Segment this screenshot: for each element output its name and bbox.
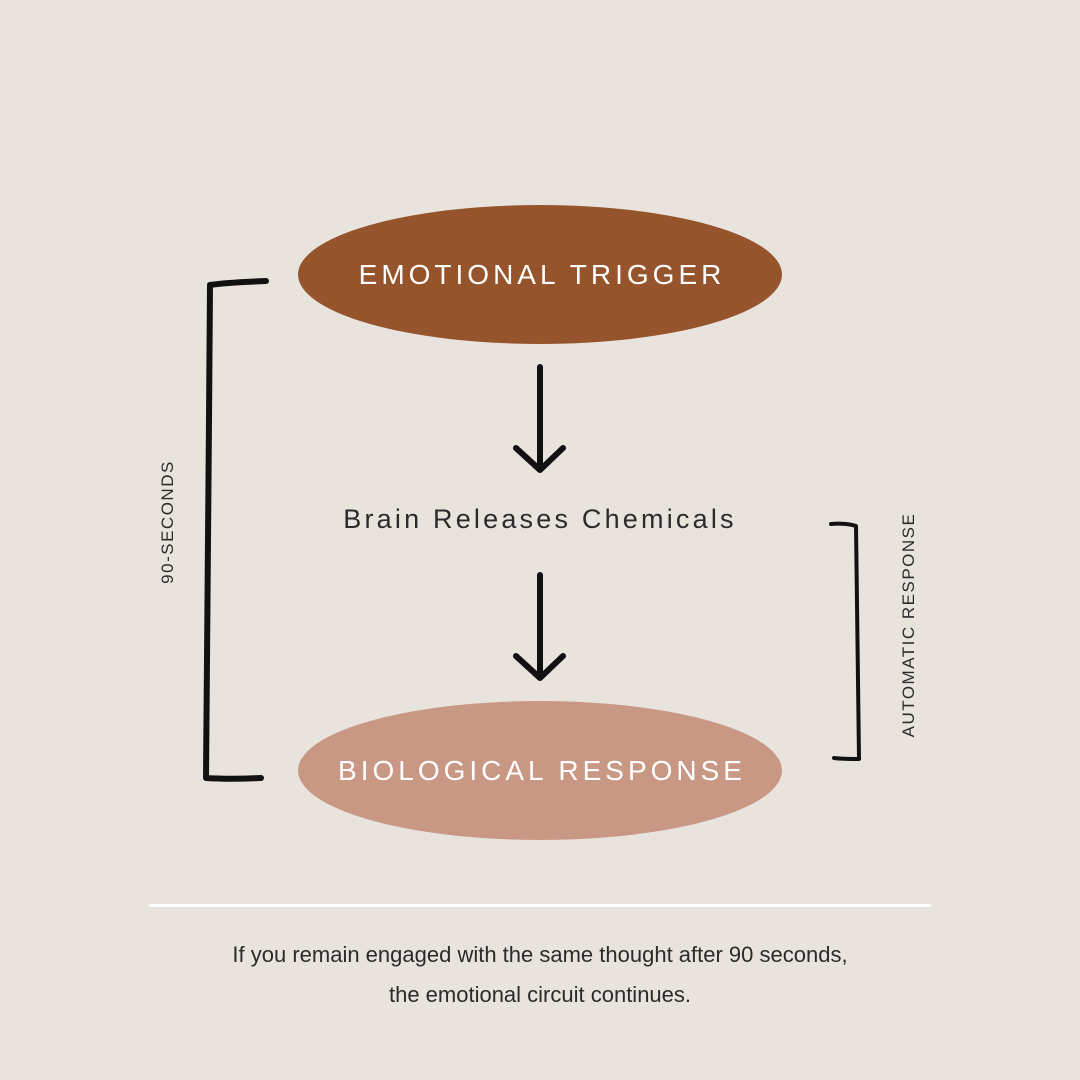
caption-line-2: the emotional circuit continues. xyxy=(388,982,692,1007)
arrow-chemicals-to-response xyxy=(513,572,566,681)
brain-releases-chemicals-label: Brain Releases Chemicals xyxy=(343,504,737,534)
emotional-trigger-label: EMOTIONAL TRIGGER xyxy=(358,258,726,290)
ninety-seconds-label: 90-SECONDS xyxy=(158,460,177,584)
arrow-head xyxy=(513,445,566,473)
caption: If you remain engaged with the same thou… xyxy=(90,935,990,1015)
arrow-head xyxy=(513,653,566,681)
biological-response-label: BIOLOGICAL RESPONSE xyxy=(338,754,746,786)
emotional-trigger-node: EMOTIONAL TRIGGER xyxy=(298,205,782,344)
biological-response-node: BIOLOGICAL RESPONSE xyxy=(298,701,782,840)
automatic-response-label: AUTOMATIC RESPONSE xyxy=(899,512,918,738)
right-bracket xyxy=(829,521,861,761)
left-bracket xyxy=(203,278,269,782)
caption-line-1: If you remain engaged with the same thou… xyxy=(232,942,848,967)
divider-line xyxy=(149,904,931,907)
arrow-trigger-to-chemicals xyxy=(513,364,566,473)
